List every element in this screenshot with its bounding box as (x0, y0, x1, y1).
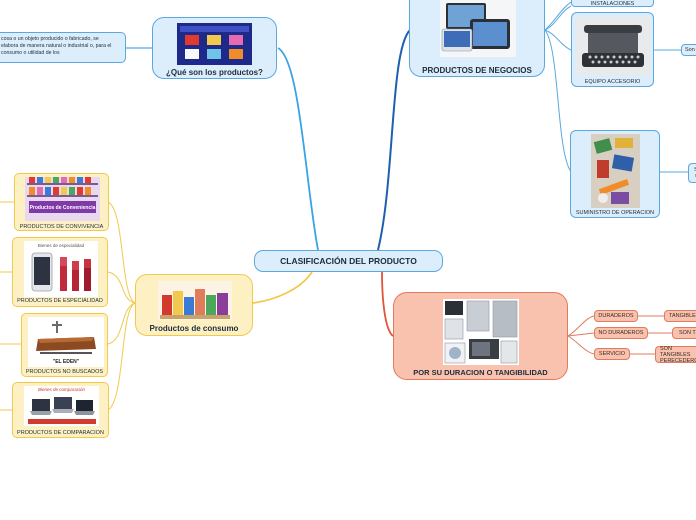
line-que-son (277, 47, 319, 251)
phone-lipstick-photo (31, 252, 91, 292)
description-node[interactable]: cosa o un objeto producido o fabricado, … (0, 32, 126, 63)
line-no-buscados (107, 302, 136, 345)
especialidad-label: PRODUCTOS DE ESPECIALIDAD (17, 298, 103, 304)
line-conveniencia (107, 201, 136, 304)
line-instalaciones-2 (544, 5, 572, 31)
central-title: CLASIFICACIÓN DEL PRODUCTO (280, 256, 417, 266)
duraderos-detail[interactable]: TANGIBLE (664, 310, 696, 322)
line-servicio (567, 335, 595, 355)
consumo-title: Productos de consumo (149, 324, 239, 333)
que-son-title: ¿Qué son los productos? (166, 68, 263, 77)
line-duraderos (567, 315, 595, 337)
line-consumo (252, 271, 313, 304)
equipo-note[interactable]: Son (681, 44, 696, 56)
instalaciones-node[interactable]: INSTALACIONES (571, 0, 654, 7)
equipo-node[interactable]: EQUIPO ACCESORIO (571, 12, 654, 87)
conveniencia-sign: Productos de Conveniencia (29, 205, 96, 211)
line-no-duraderos (567, 332, 595, 337)
store-shelves-photo (25, 177, 100, 221)
comparacion-label: PRODUCTOS DE COMPARACION (17, 430, 104, 436)
comparacion-photo: Bienes de comparación (24, 386, 99, 426)
instalaciones-label: INSTALACIONES (590, 1, 635, 7)
line-suministro (544, 29, 572, 173)
line-instalaciones (544, 1, 572, 31)
line-duracion (381, 271, 394, 337)
especialidad-node[interactable]: Bienes de especialidad PRODUCTOS DE ESPE… (12, 237, 108, 307)
servicio-detail[interactable]: SON TANGIBLES PERECEDEROS (655, 346, 696, 364)
coffin-photo (36, 321, 96, 354)
no-duraderos-detail[interactable]: SON T (672, 327, 696, 339)
negocios-node[interactable]: PRODUCTOS DE NEGOCIOS (409, 0, 545, 77)
devices-photo (440, 0, 516, 57)
suministro-node[interactable]: SUMINISTRO DE OPERACION (570, 130, 660, 218)
duracion-node[interactable]: POR SU DURACION O TANGIBILIDAD (393, 292, 568, 380)
line-negocios (377, 29, 411, 251)
comparacion-node[interactable]: Bienes de comparación PRODUCTOS DE COMPA… (12, 382, 109, 438)
description-text: cosa o un objeto producido o fabricado, … (1, 36, 112, 56)
line-equipo (544, 29, 572, 51)
especialidad-caption: Bienes de especialidad (37, 243, 85, 248)
suministro-note[interactable]: So m (688, 163, 696, 183)
no-buscados-node[interactable]: "EL EDEN" PRODUCTOS NO BUSCADOS (21, 313, 108, 377)
suministro-label: SUMINISTRO DE OPERACION (575, 210, 655, 216)
groceries-photo (158, 281, 232, 320)
no-buscados-photo: "EL EDEN" (28, 317, 104, 367)
appliances-photo (443, 299, 519, 365)
typewriter-photo (576, 17, 651, 75)
no-duraderos-pill[interactable]: NO DURADEROS (594, 327, 648, 339)
laptops-photo (28, 397, 96, 424)
central-node[interactable]: CLASIFICACIÓN DEL PRODUCTO (254, 250, 443, 272)
supplies-photo (591, 134, 640, 208)
no-buscados-caption: "EL EDEN" (52, 359, 80, 365)
consumo-node[interactable]: Productos de consumo (135, 274, 253, 336)
no-buscados-label: PRODUCTOS NO BUSCADOS (25, 369, 104, 375)
conveniencia-node[interactable]: Productos de Conveniencia PRODUCTOS DE C… (14, 173, 109, 231)
conveniencia-label: PRODUCTOS DE CONVIVENCIA (19, 224, 104, 230)
especialidad-photo: Bienes de especialidad (24, 241, 98, 297)
duraderos-pill[interactable]: DURADEROS (594, 310, 638, 322)
servicio-pill[interactable]: SERVICIO (594, 348, 630, 360)
que-son-node[interactable]: ¿Qué son los productos? (152, 17, 277, 79)
negocios-title: PRODUCTOS DE NEGOCIOS (422, 66, 532, 75)
duracion-title: POR SU DURACION O TANGIBILIDAD (413, 368, 548, 377)
line-comparacion (107, 302, 136, 411)
equipo-label: EQUIPO ACCESORIO (584, 79, 641, 85)
comparacion-caption: Bienes de comparación (37, 387, 86, 392)
line-especialidad (107, 271, 136, 304)
products-photo (177, 23, 252, 65)
